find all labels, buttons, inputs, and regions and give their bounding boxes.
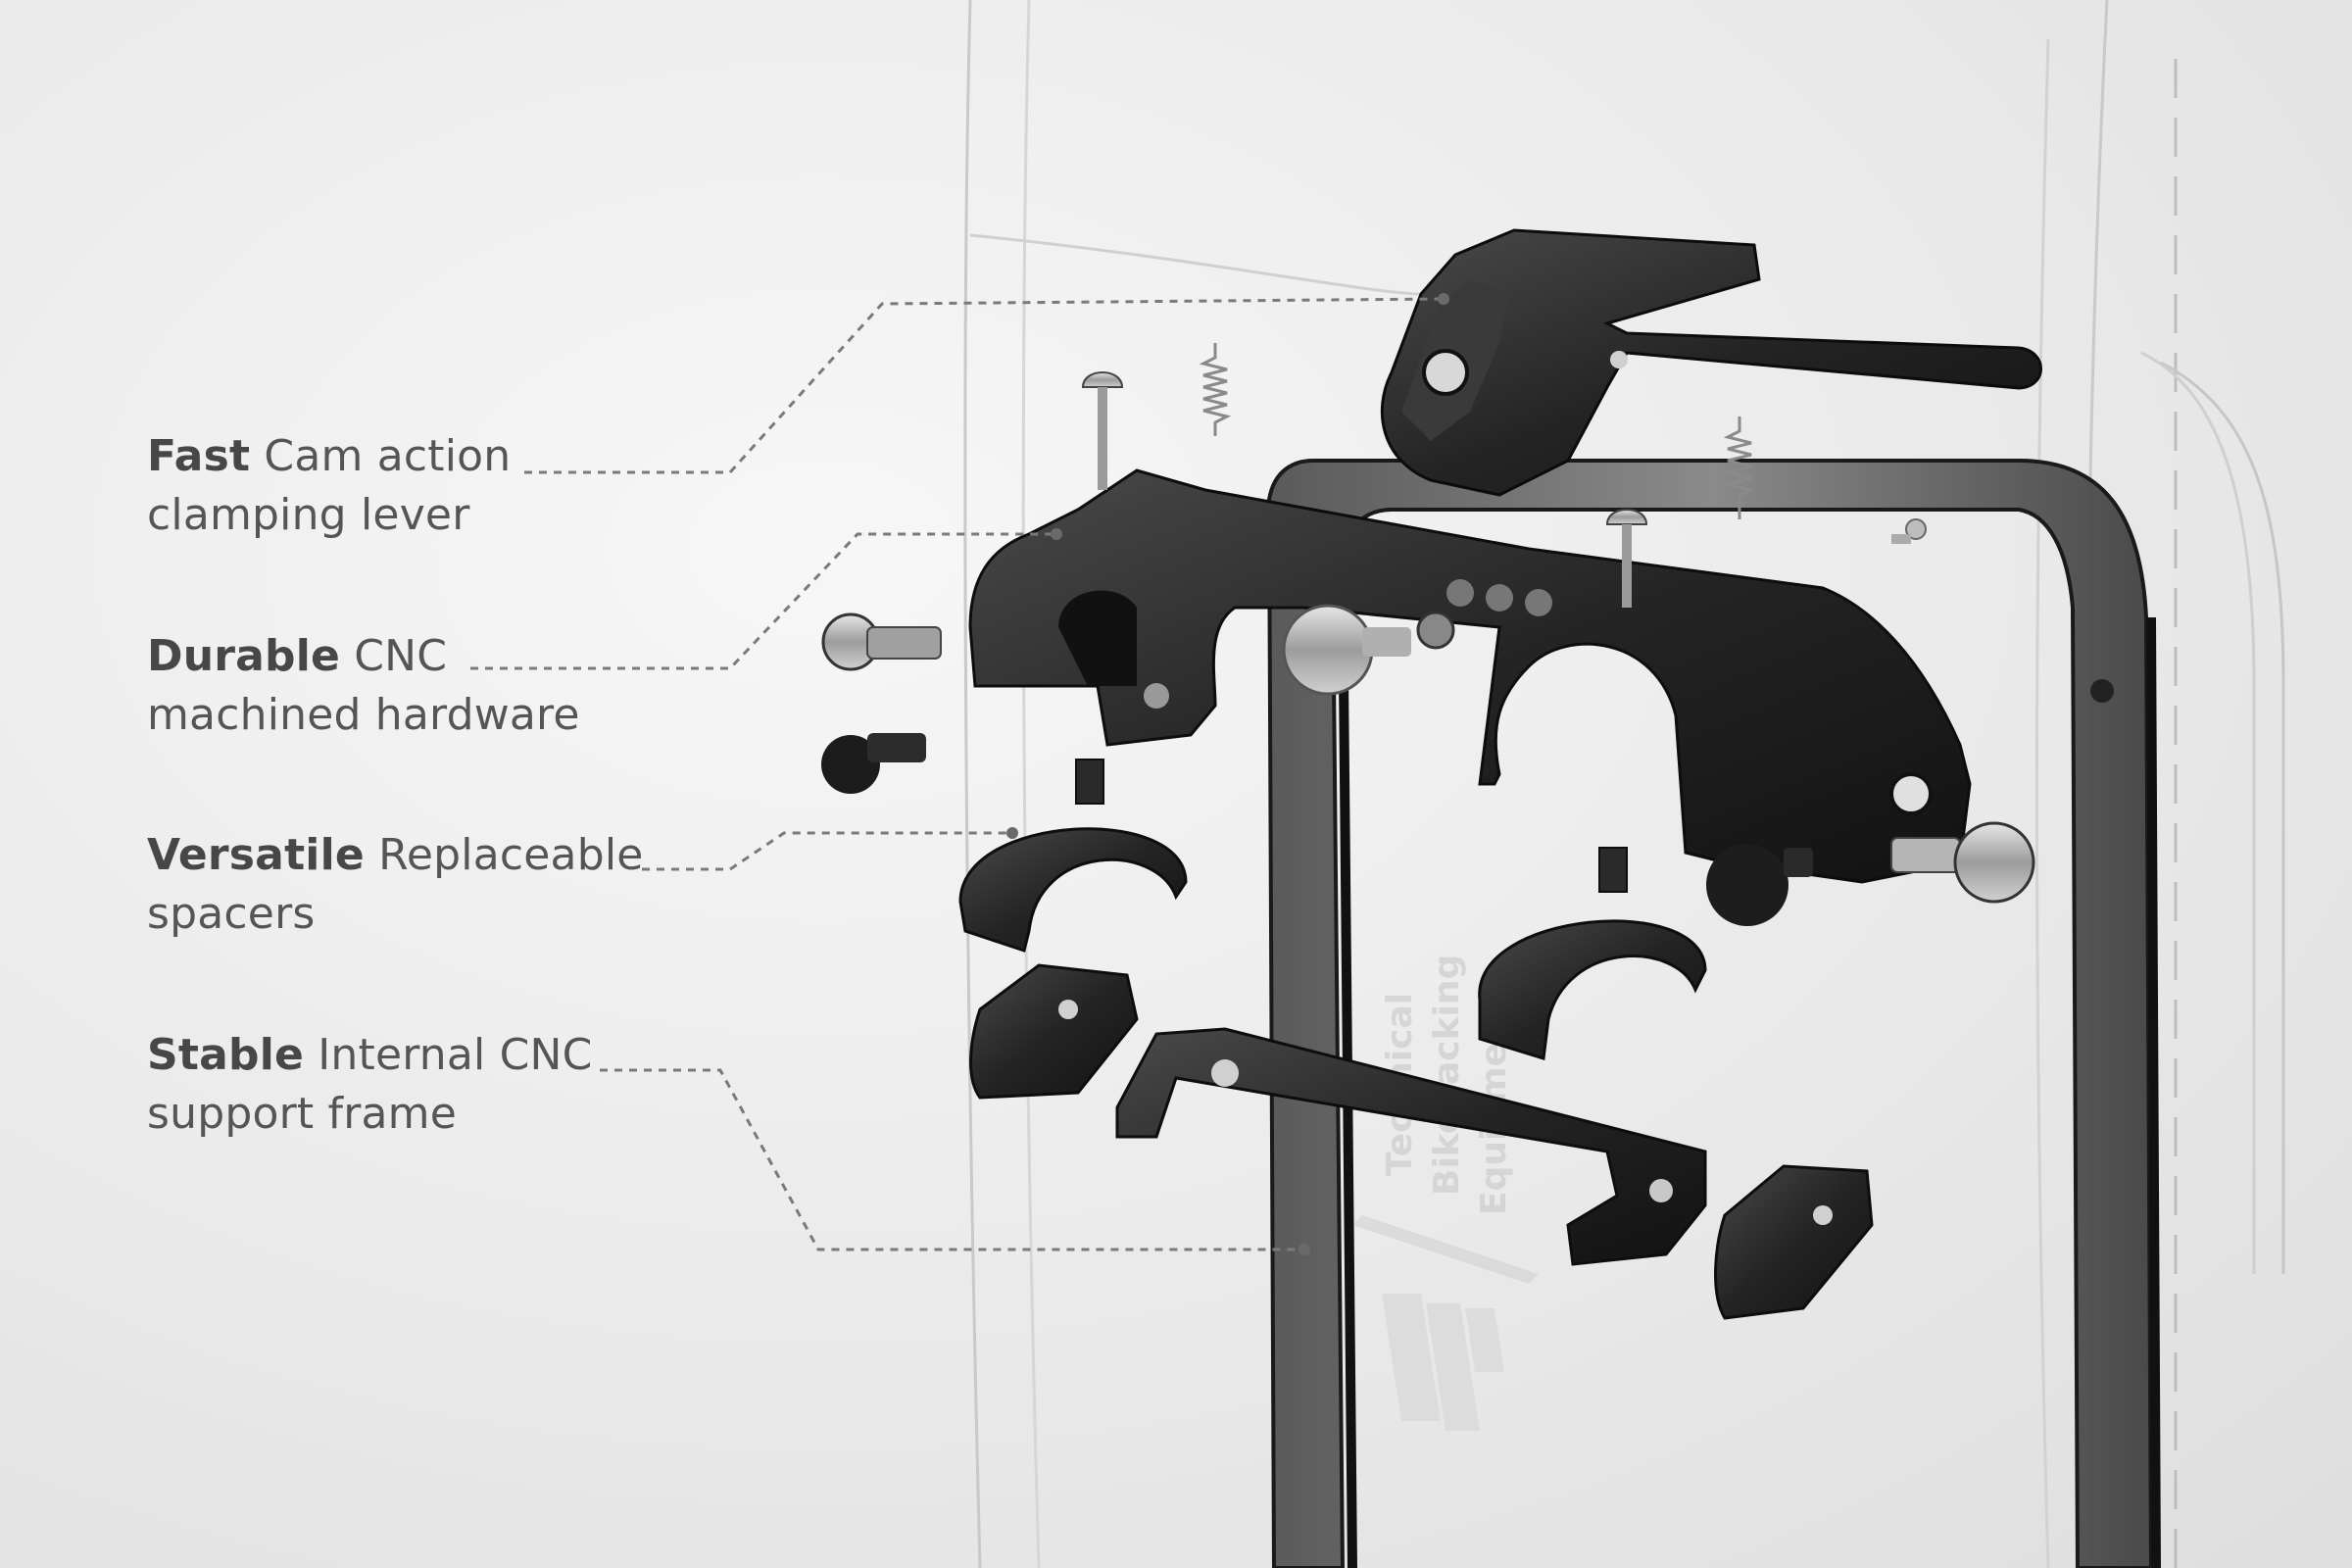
frame-block-right <box>1714 1164 1874 1320</box>
screw-icon <box>821 733 926 794</box>
screw-icon <box>1706 844 1813 926</box>
screw-icon <box>1891 518 1927 544</box>
leader-lines <box>470 297 1442 1251</box>
callout-keyword: Stable <box>147 1030 305 1080</box>
callout-stable-frame: Stable Internal CNC support frame <box>147 1026 593 1144</box>
replaceable-spacer-left <box>958 759 1188 953</box>
callout-durable-hardware: Durable CNC machined hardware <box>147 627 580 745</box>
spring-icon <box>1199 343 1232 436</box>
clamp-body <box>968 468 1972 884</box>
callout-text: support frame <box>147 1089 457 1139</box>
leader-line-stable <box>600 1068 1301 1251</box>
screw-icon <box>1282 604 1455 696</box>
leader-line-fast <box>524 297 1442 474</box>
callout-text: clamping lever <box>147 490 470 540</box>
leader-line-versatile <box>642 831 1009 871</box>
replaceable-spacer-right <box>1478 847 1707 1060</box>
internal-cnc-bar <box>1115 1027 1707 1266</box>
leader-dots <box>1006 293 1449 1255</box>
callout-text: machined hardware <box>147 690 580 740</box>
callout-keyword: Durable <box>147 631 341 681</box>
brand-logo <box>1382 1294 1504 1431</box>
callout-text: Internal CNC <box>318 1030 593 1080</box>
spring-icon <box>1723 416 1756 519</box>
callout-text: spacers <box>147 889 316 939</box>
callout-text: Replaceable <box>378 830 644 880</box>
callout-text: CNC <box>354 631 448 681</box>
callout-versatile-spacers: Versatile Replaceable spacers <box>147 826 644 944</box>
screw-icon <box>1081 371 1124 490</box>
callout-keyword: Versatile <box>147 830 365 880</box>
callout-keyword: Fast <box>147 431 251 481</box>
screw-icon <box>1605 509 1648 608</box>
frame-block-left <box>969 963 1139 1100</box>
watermark-line2: Bikepacking <box>1427 955 1467 1196</box>
callout-text: Cam action <box>264 431 512 481</box>
cam-clamping-lever <box>1380 228 2042 497</box>
callout-fast-lever: Fast Cam action clamping lever <box>147 427 511 545</box>
screw-icon <box>821 612 942 671</box>
screw-icon <box>1890 821 2035 904</box>
